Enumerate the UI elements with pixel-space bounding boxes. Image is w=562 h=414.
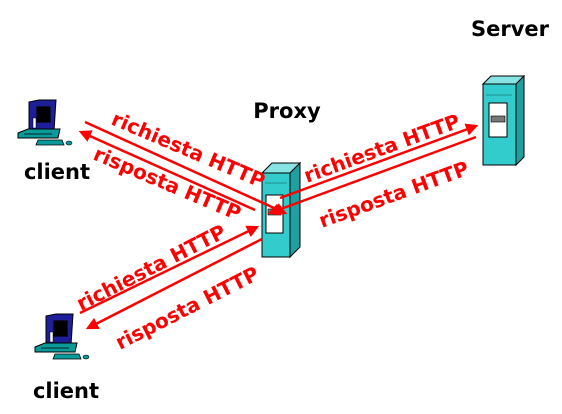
- client-top-label: client: [24, 160, 90, 184]
- server-label: Server: [471, 17, 550, 41]
- arrow-client-bottom-request: [79, 225, 260, 315]
- server-tower-icon: [481, 74, 526, 167]
- arrow-server-request: [279, 123, 479, 200]
- desktop-computer-icon-top: [17, 99, 73, 146]
- proxy-label: Proxy: [253, 99, 321, 123]
- client-bottom-label: client: [33, 379, 99, 403]
- arrow-client-top-request: [84, 120, 288, 215]
- desktop-computer-icon-bottom: [34, 313, 90, 360]
- arrow-client-top-response: [78, 130, 256, 212]
- arrow-server-response: [267, 135, 477, 216]
- arrow-client-bottom-response: [85, 237, 263, 330]
- arrow-lines: [78, 120, 479, 330]
